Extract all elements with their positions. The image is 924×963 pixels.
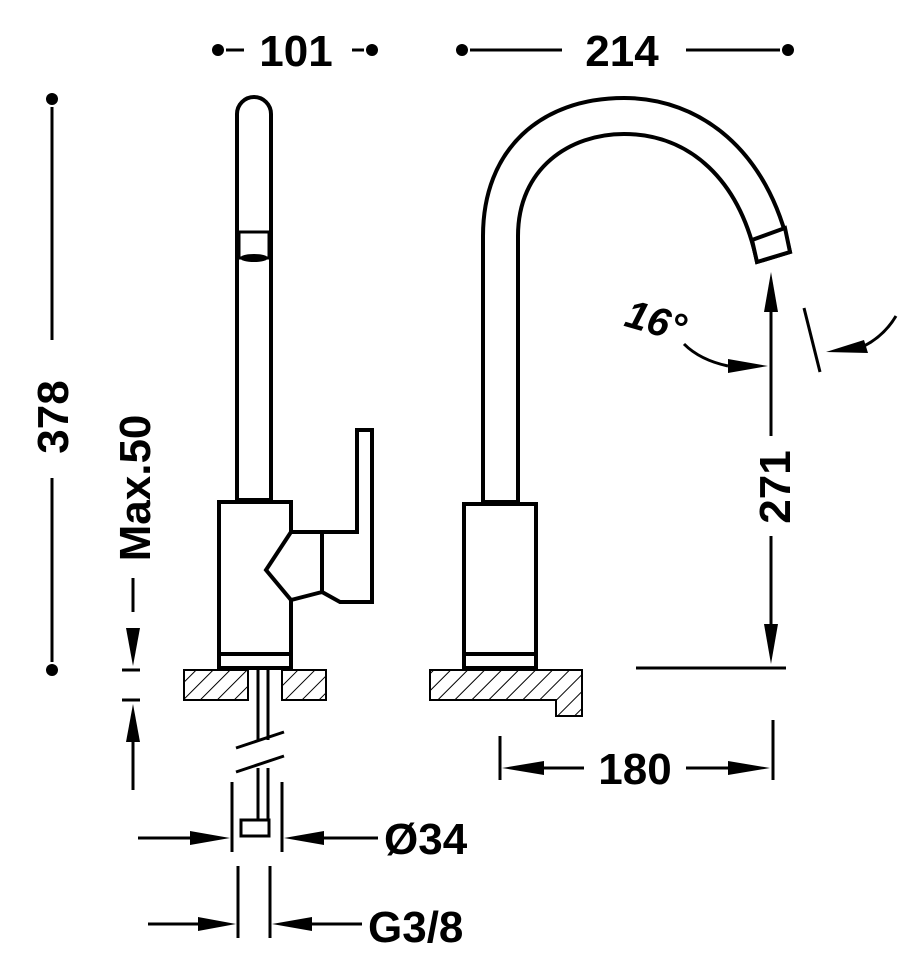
dimension-180: 180 [498,720,775,794]
dimension-271: 271 [636,272,800,670]
dimension-max50: Max.50 [111,415,160,790]
dim-214-label: 214 [585,27,659,76]
front-view-faucet [429,95,793,717]
dimension-214: 214 [456,27,794,76]
dim-271-label: 271 [751,450,800,523]
side-view-faucet [183,95,374,838]
dimension-g38: G3/8 [148,866,463,952]
dim-d34-label: Ø34 [384,815,468,864]
dimension-16deg: 16° [620,292,898,373]
dimension-101: 101 [212,27,378,76]
dim-101-label: 101 [259,27,332,76]
dimension-378: 378 [29,93,78,676]
dim-max50-label: Max.50 [111,415,160,562]
dim-378-label: 378 [29,380,78,453]
dimension-d34: Ø34 [138,782,468,864]
dim-180-label: 180 [598,745,671,794]
dim-16deg-label: 16° [620,292,691,351]
dim-g38-label: G3/8 [368,903,463,952]
